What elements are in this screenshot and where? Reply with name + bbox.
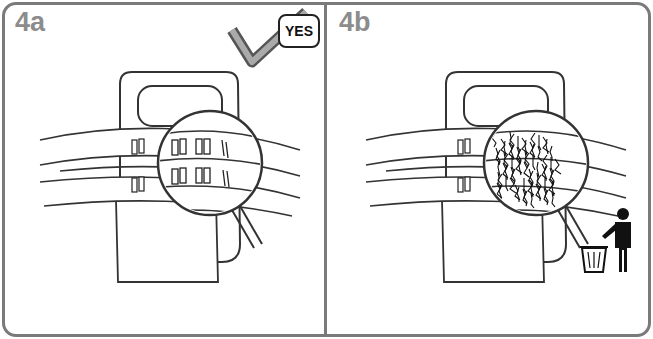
panel-number: 4a [15, 7, 45, 38]
frayed-stitches [444, 130, 561, 208]
badge-text: YES [285, 23, 313, 39]
bag-drawing [40, 72, 300, 282]
yes-badge: YES [278, 14, 320, 48]
bag-drawing [366, 72, 626, 282]
panel-number: 4b [339, 7, 371, 38]
panel: 4aYES [2, 2, 327, 337]
dispose-icon [580, 208, 631, 272]
panel: 4b [324, 2, 651, 337]
good-stitches [172, 139, 229, 187]
